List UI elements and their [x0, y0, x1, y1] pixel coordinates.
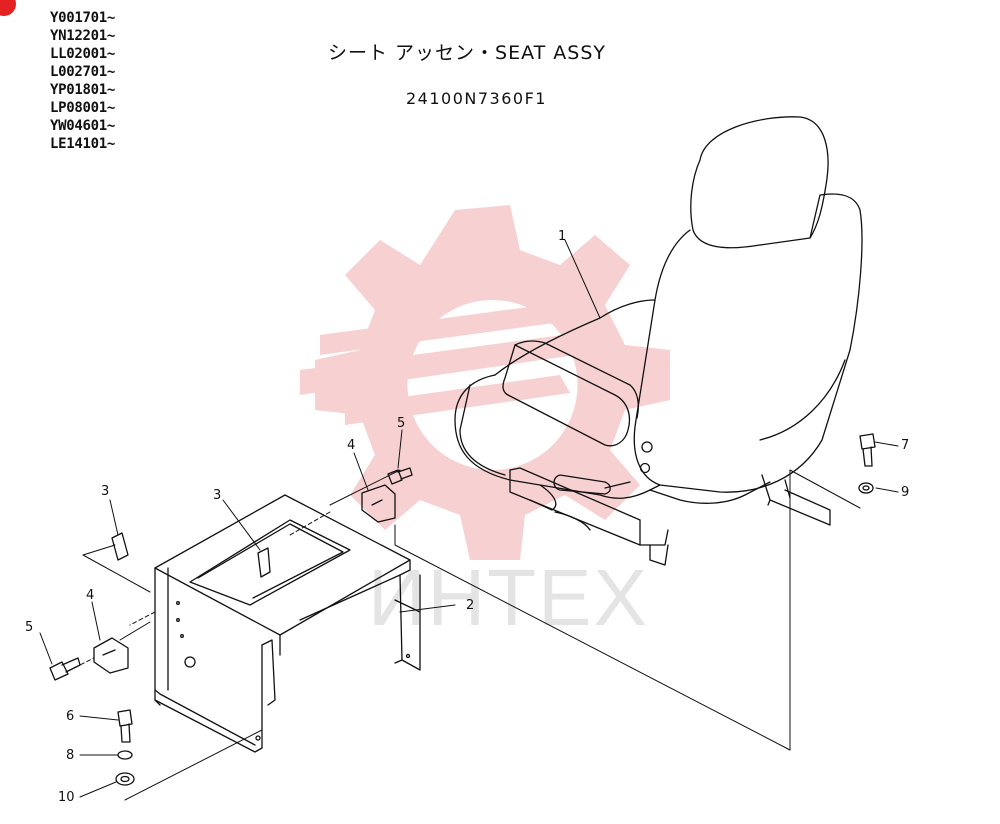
part-number: 24100N7360F1 [406, 89, 547, 108]
callout-4-top: 4 [347, 438, 355, 453]
seat-mount-bracket [154, 494, 421, 753]
serial-number: LL02001~ [50, 46, 116, 62]
callout-8: 8 [66, 748, 74, 763]
washer-8 [117, 750, 133, 760]
watermark-text: ИНТЕХ [368, 553, 649, 642]
callout-3-left: 3 [101, 484, 109, 499]
alignment-lines [67, 511, 331, 672]
washer-9 [858, 482, 874, 494]
diagram-title: シート アッセン・SEAT ASSY [328, 42, 606, 64]
serial-number: LE14101~ [50, 136, 116, 152]
leader-lines [82, 469, 861, 801]
callout-3-right: 3 [213, 488, 221, 503]
bolt-5-top [387, 467, 413, 485]
callout-5-left: 5 [25, 620, 33, 635]
callout-1: 1 [558, 229, 566, 244]
callout-6: 6 [66, 709, 74, 724]
callout-9: 9 [901, 485, 909, 500]
serial-number: Y001701~ [50, 10, 116, 26]
callout-7: 7 [901, 438, 909, 453]
callout-2: 2 [466, 598, 474, 613]
seat-assembly [454, 116, 863, 566]
washer-10 [115, 772, 135, 786]
serial-number: YN12201~ [50, 28, 116, 44]
serial-number: YW04601~ [50, 118, 116, 134]
callout-labels: 1 2 3 3 4 4 5 5 6 7 8 9 10 [25, 229, 909, 805]
callout-10: 10 [58, 790, 75, 805]
callout-5-top: 5 [397, 416, 405, 431]
plate-3-left [111, 532, 129, 561]
plate-3-right [257, 547, 271, 578]
bolt-7 [859, 433, 876, 467]
watermark-gear-logo [300, 205, 670, 560]
serial-number: LP08001~ [50, 100, 116, 116]
corner-marker [0, 0, 16, 16]
clamp-4-top [361, 484, 396, 523]
callout-4-left: 4 [86, 588, 94, 603]
bolt-6 [117, 709, 133, 743]
clamp-4-left [93, 637, 129, 674]
serial-number: YP01801~ [50, 82, 116, 98]
bolt-5-left [49, 657, 81, 681]
serial-number: L002701~ [50, 64, 116, 80]
